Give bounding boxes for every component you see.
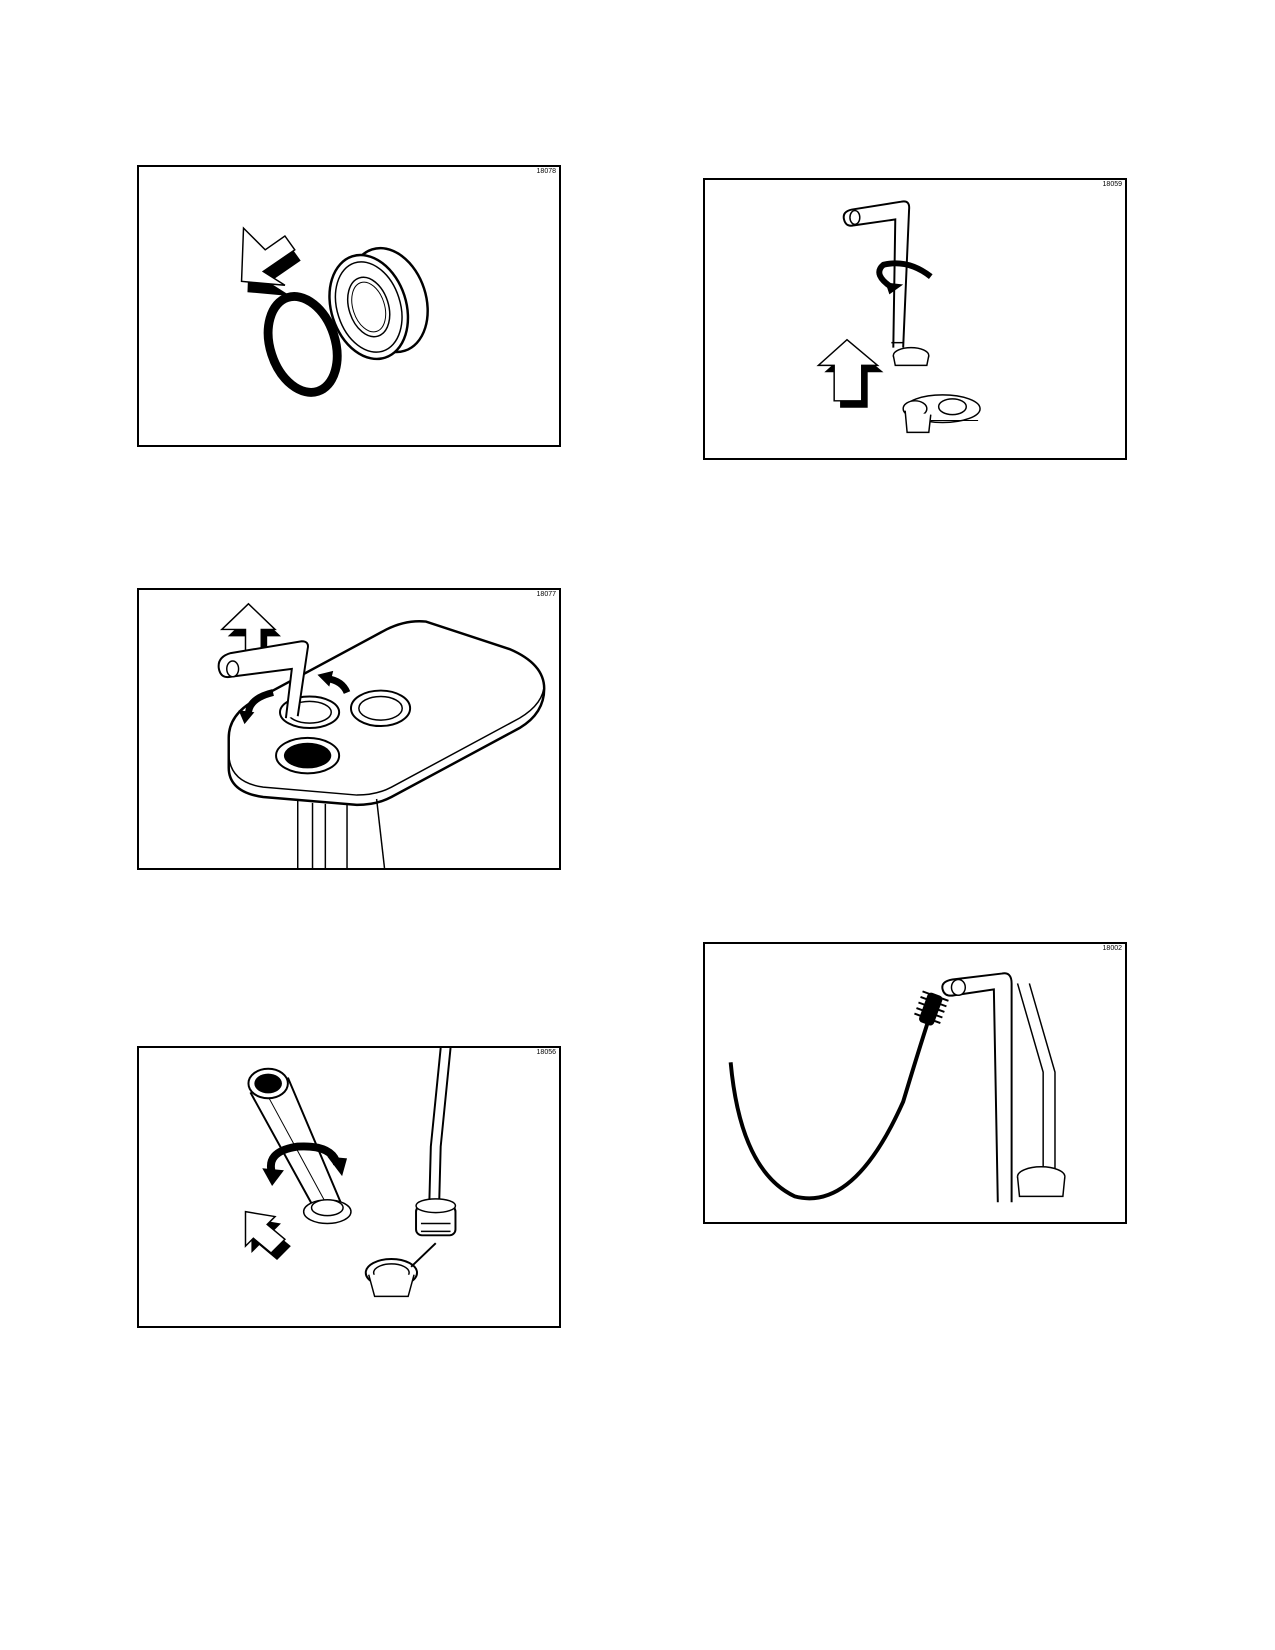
o-ring-icon [263, 292, 342, 397]
spout-lift-illustration [816, 200, 981, 434]
rotate-arrow-icon [876, 260, 933, 295]
figure-seal-and-o-ring: 18078 [137, 165, 561, 447]
figure-tube-removal: 18056 [137, 1046, 561, 1328]
figure-spout-removal: 18077 [137, 588, 561, 870]
tube-icon [247, 1067, 352, 1225]
figure-spout-lift: 18059 [703, 178, 1127, 460]
figure-cleaning-brush: 18002 [703, 942, 1127, 1224]
arrow-up-icon [816, 338, 884, 408]
spout-icon [842, 200, 930, 367]
spout-icon [941, 972, 1066, 1203]
seal-ring-icon [328, 246, 429, 361]
figure-number: 18056 [536, 1049, 556, 1056]
tube-removal-illustration [244, 1048, 457, 1298]
arrow-down-left-icon [240, 226, 301, 297]
brush-icon [728, 990, 949, 1201]
figure-number: 18077 [536, 591, 556, 598]
seal-o-ring-illustration [240, 226, 429, 397]
figure-number: 18002 [1102, 945, 1122, 952]
pump-assembly-icon [364, 1048, 457, 1298]
spout-removal-illustration [217, 602, 546, 868]
figure-number: 18059 [1102, 181, 1122, 188]
dispenser-top-plate-icon [227, 620, 546, 868]
rotate-arrow-icon [262, 1142, 348, 1187]
cleaning-brush-illustration [728, 972, 1066, 1203]
spout-icon [217, 640, 309, 719]
rotate-arrow-icon [238, 670, 351, 725]
arrow-up-right-icon [244, 1210, 291, 1260]
base-fitting-icon [902, 394, 981, 434]
figure-number: 18078 [536, 168, 556, 175]
